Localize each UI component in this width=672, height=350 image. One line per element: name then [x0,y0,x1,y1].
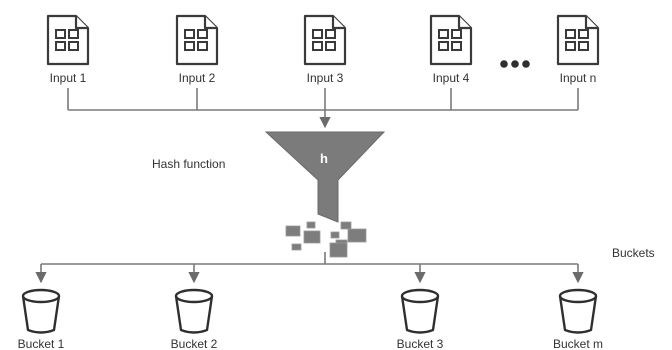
bucket-2: Bucket 2 [171,288,218,350]
bucket-m: Bucket m [553,288,603,350]
hash-function-label: Hash function [152,157,225,171]
bucket-label: Bucket 2 [171,337,218,350]
input-label: Input n [560,71,597,85]
bucket-icon [558,288,598,334]
document-icon [429,14,473,66]
document-icon [46,14,90,66]
ellipsis-icon [500,60,530,68]
input-doc-n: Input n [556,14,600,85]
input-doc-1: Input 1 [46,14,90,85]
input-label: Input 1 [50,71,87,85]
bucket-3: Bucket 3 [397,288,444,350]
bucket-icon [21,288,61,334]
bucket-label: Bucket m [553,337,603,350]
input-doc-2: Input 2 [175,14,219,85]
buckets-title: Buckets [612,246,655,260]
input-connector [67,88,579,129]
bucket-label: Bucket 1 [18,337,65,350]
bucket-icon [400,288,440,334]
hashed-fragments [285,221,367,258]
bucket-label: Bucket 3 [397,337,444,350]
bucket-1: Bucket 1 [18,288,65,350]
hash-funnel: h [264,131,386,223]
input-doc-4: Input 4 [429,14,473,85]
bucket-connector [35,252,584,284]
input-label: Input 3 [307,71,344,85]
document-icon [175,14,219,66]
input-label: Input 4 [433,71,470,85]
hash-symbol: h [320,151,328,166]
document-icon [303,14,347,66]
input-doc-3: Input 3 [303,14,347,85]
document-icon [556,14,600,66]
bucket-icon [174,288,214,334]
input-label: Input 2 [179,71,216,85]
